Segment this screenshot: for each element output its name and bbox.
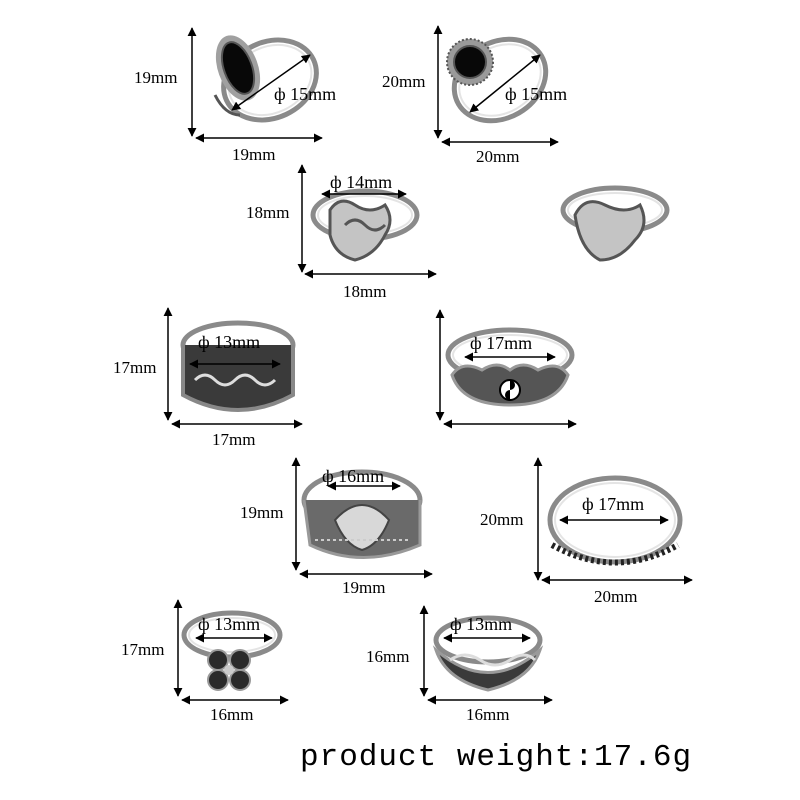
ring-5-diameter-label: ф 17mm <box>470 333 533 353</box>
ring-8-width-label: 16mm <box>210 705 254 724</box>
ring-oval-black-stone <box>213 35 319 123</box>
ring-om-side-view <box>560 185 670 262</box>
ring-yin-yang <box>445 327 575 407</box>
ring-1-width-label: 19mm <box>232 145 276 164</box>
ring-7-diameter-label: ф 17mm <box>582 494 645 514</box>
ring-9-diameter-label: ф 13mm <box>450 614 513 634</box>
ring-8-diameter-label: ф 13mm <box>198 614 261 634</box>
ring-flower <box>181 610 283 691</box>
product-weight-label: product weight:17.6g <box>300 740 693 775</box>
ring-4-height-label: 17mm <box>113 358 157 377</box>
ring-thin-band <box>547 475 683 566</box>
ring-6-width-label: 19mm <box>342 578 386 597</box>
ring-7-width-label: 20mm <box>594 587 638 606</box>
ring-6-height-label: 19mm <box>240 503 284 522</box>
ring-3-height-label: 18mm <box>246 203 290 222</box>
ring-9-height-label: 16mm <box>366 647 410 666</box>
ring-3-width-label: 18mm <box>343 282 387 301</box>
ring-8-height-label: 17mm <box>121 640 165 659</box>
ring-1-height-label: 19mm <box>134 68 178 87</box>
ring-1-diameter-label: ф 15mm <box>274 84 337 104</box>
ring-knot <box>432 615 544 692</box>
ring-round-black-stone <box>446 36 549 124</box>
ring-3-diameter-label: ф 14mm <box>330 172 393 192</box>
ring-4-diameter-label: ф 13mm <box>198 332 261 352</box>
ring-4-width-label: 17mm <box>212 430 256 449</box>
ring-2-width-label: 20mm <box>476 147 520 166</box>
ring-9-width-label: 16mm <box>466 705 510 724</box>
ring-2-diameter-label: ф 15mm <box>505 84 568 104</box>
ring-7-height-label: 20mm <box>480 510 524 529</box>
ring-6-diameter-label: ф 16mm <box>322 466 385 486</box>
ring-2-height-label: 20mm <box>382 72 426 91</box>
ring-om <box>310 188 420 262</box>
ring-crown <box>301 469 423 559</box>
